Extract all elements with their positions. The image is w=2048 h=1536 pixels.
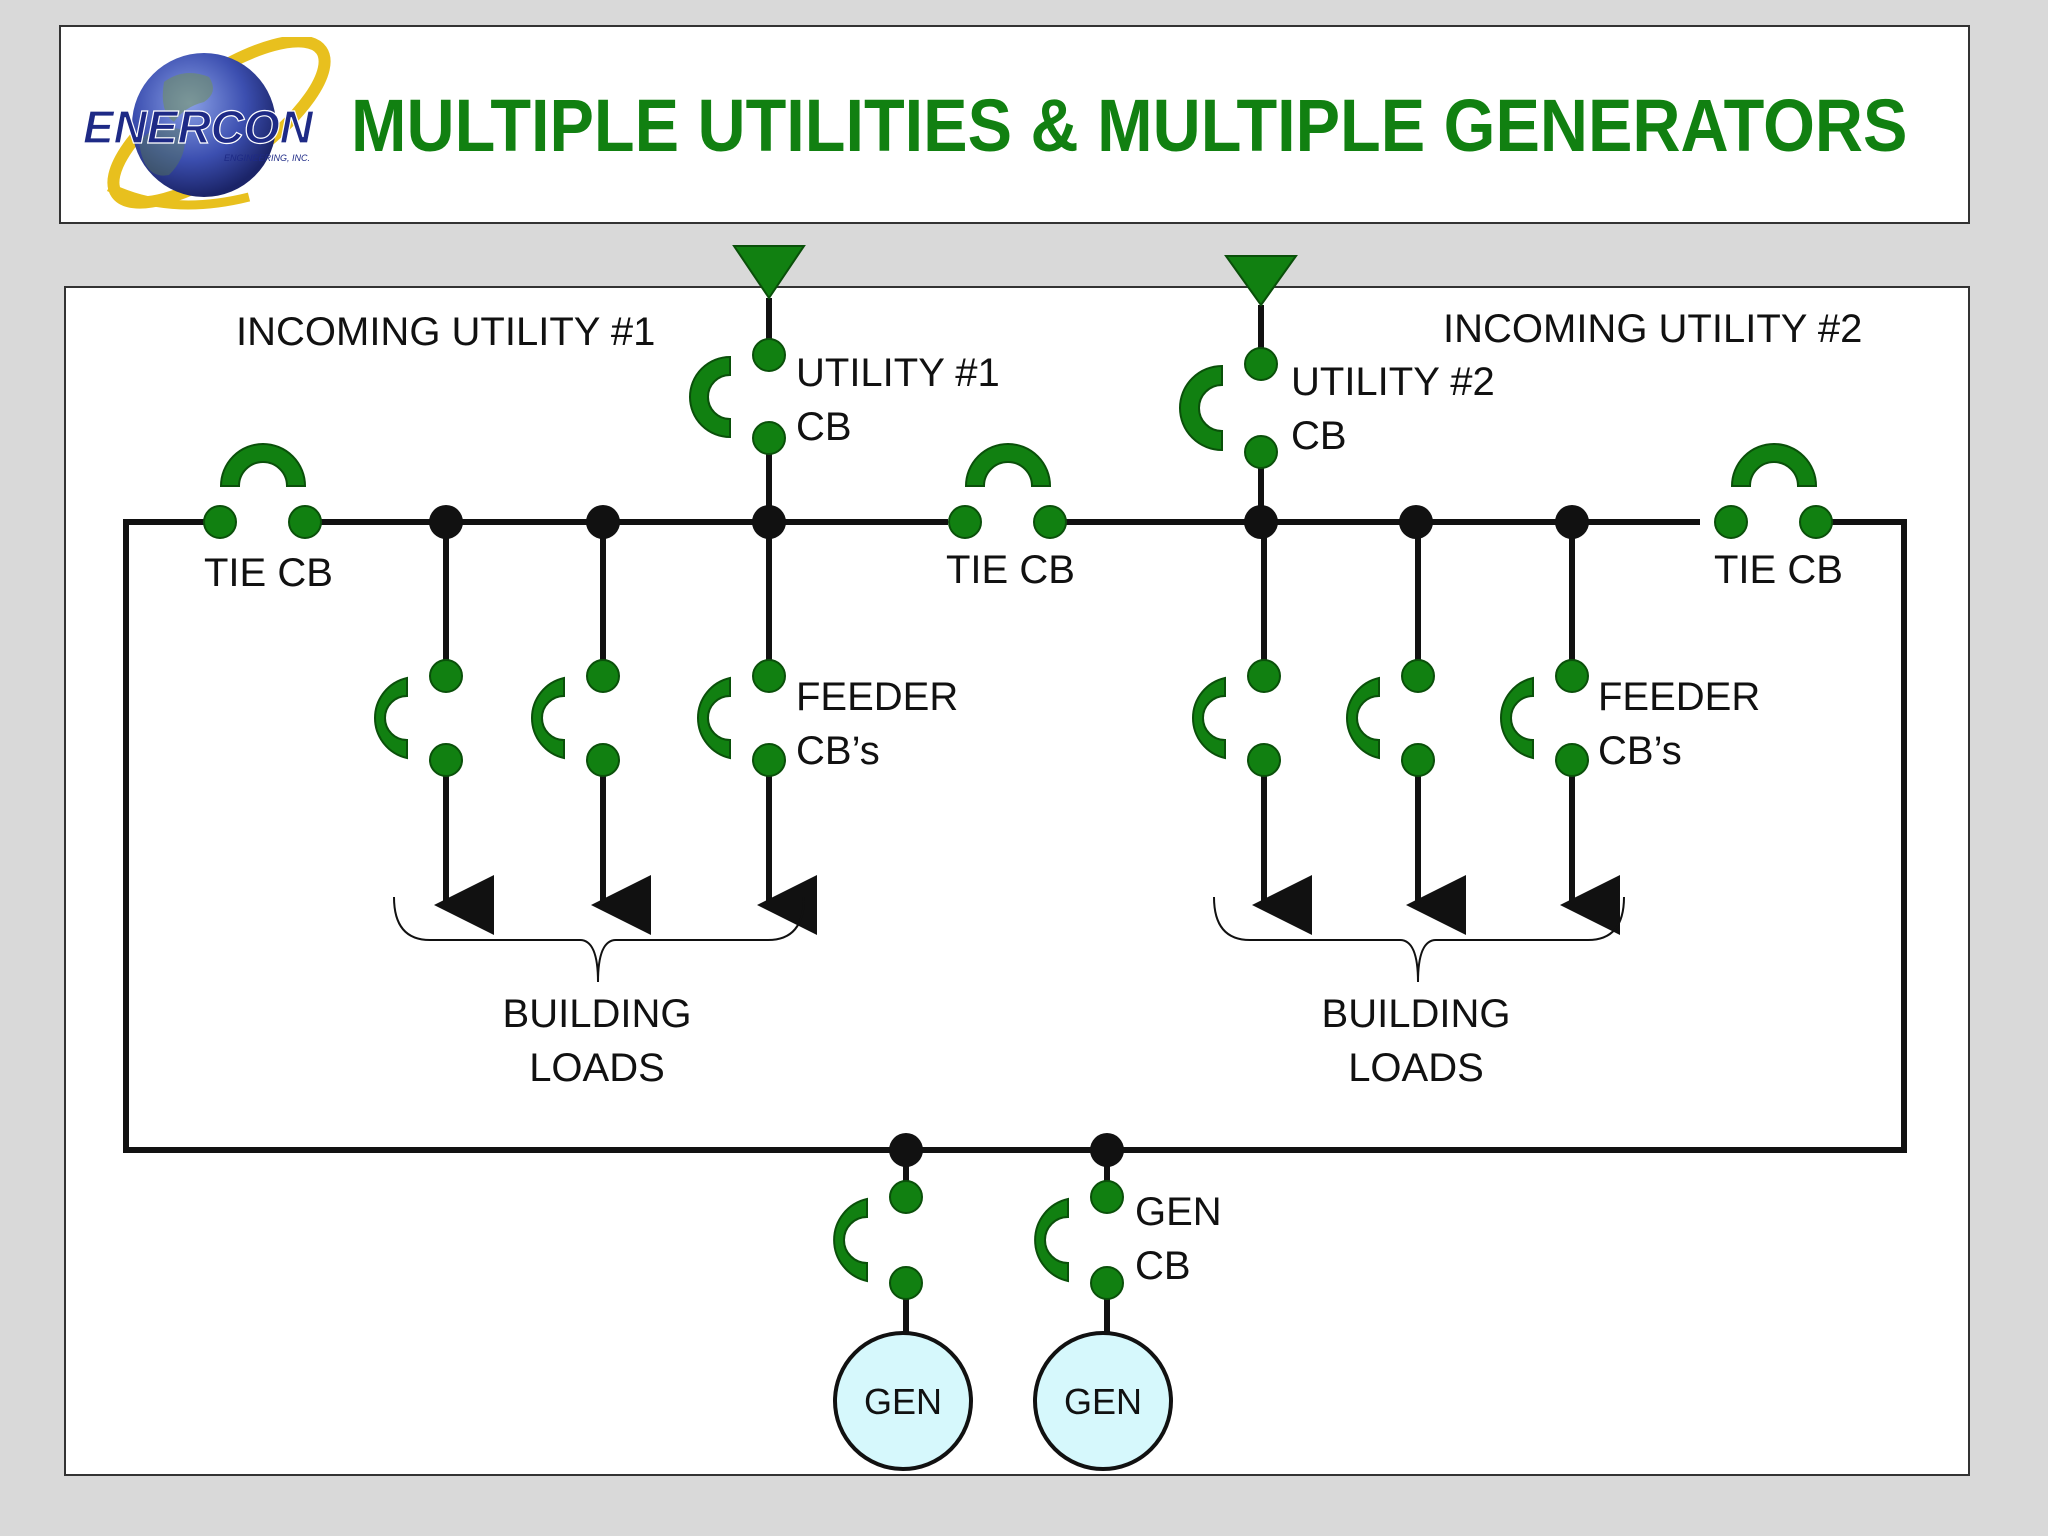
- utility-2-breaker: [1179, 347, 1278, 469]
- junction-dot: [752, 505, 786, 539]
- utility-2-cb-label-line2: CB: [1291, 414, 1347, 458]
- junction-dot: [429, 505, 463, 539]
- junction-dot: [586, 505, 620, 539]
- feeder-cbs-2-label-line1: FEEDER: [1598, 675, 1760, 719]
- generator-symbol: [1033, 1331, 1173, 1471]
- feeder-breaker: [1346, 659, 1435, 777]
- building-loads-1-label-line2: LOADS: [529, 1046, 665, 1090]
- enercon-logo: ENERCON ENGINEERING, INC.: [82, 37, 331, 210]
- header-banner: ENERCON ENGINEERING, INC. MULTIPLE UTILI…: [59, 25, 1970, 224]
- generator-symbol: [833, 1331, 973, 1471]
- feeder-breaker: [697, 659, 786, 777]
- junction-dot: [889, 1133, 923, 1167]
- tie-cb-left-label: TIE CB: [204, 551, 333, 595]
- feeder-breaker: [1500, 659, 1589, 777]
- tie-breaker-left: [203, 443, 322, 539]
- junction-dot: [1244, 505, 1278, 539]
- junction-dot: [1090, 1133, 1124, 1167]
- feeder-cbs-2-label-line2: CB’s: [1598, 729, 1682, 773]
- tie-breaker-middle: [948, 443, 1067, 539]
- feeder-breaker: [374, 659, 463, 777]
- utility-1-cb-label-line1: UTILITY #1: [796, 351, 1000, 395]
- building-loads-2-label-line2: LOADS: [1348, 1046, 1484, 1090]
- generator-1-label: GEN: [864, 1381, 942, 1422]
- incoming-utility-1-label: INCOMING UTILITY #1: [236, 310, 655, 354]
- gen-cb-label-line2: CB: [1135, 1244, 1191, 1288]
- page-title: MULTIPLE UTILITIES & MULTIPLE GENERATORS: [351, 84, 1908, 167]
- feeder-cbs-1-label-line1: FEEDER: [796, 675, 958, 719]
- generator-breaker: [1034, 1180, 1124, 1300]
- feeder-breaker: [531, 659, 620, 777]
- generator-breaker: [833, 1180, 923, 1300]
- building-loads-brace-1: [393, 896, 805, 983]
- tie-cb-middle-label: TIE CB: [946, 548, 1075, 592]
- utility-1-cb-label-line2: CB: [796, 405, 852, 449]
- feeder-cbs-1-label-line2: CB’s: [796, 729, 880, 773]
- building-loads-2-label-line1: BUILDING: [1322, 992, 1511, 1036]
- bus-junctions: [429, 505, 1589, 1167]
- gen-cb-label-line1: GEN: [1135, 1190, 1222, 1234]
- utility-2-source-symbol: [1224, 255, 1298, 307]
- utility-1-source-symbol: [732, 245, 806, 300]
- tie-cb-right-label: TIE CB: [1714, 548, 1843, 592]
- one-line-diagram-panel: [64, 286, 1970, 1476]
- tie-breaker-right: [1714, 443, 1833, 539]
- incoming-utility-2-label: INCOMING UTILITY #2: [1443, 307, 1862, 351]
- generator-2: GEN: [1033, 1331, 1173, 1471]
- utility-2-cb-label-line1: UTILITY #2: [1291, 360, 1495, 404]
- building-loads-brace-2: [1213, 896, 1625, 983]
- feeder-arrows: [434, 760, 1620, 935]
- generator-2-label: GEN: [1064, 1381, 1142, 1422]
- logo-subtext: ENGINEERING, INC.: [224, 153, 310, 163]
- generator-1: GEN: [833, 1331, 973, 1471]
- junction-dot: [1555, 505, 1589, 539]
- feeder-breaker: [1192, 659, 1281, 777]
- logo-wordmark: ENERCON: [83, 101, 314, 153]
- utility-1-breaker: [689, 338, 786, 455]
- junction-dot: [1399, 505, 1433, 539]
- building-loads-1-label-line1: BUILDING: [503, 992, 692, 1036]
